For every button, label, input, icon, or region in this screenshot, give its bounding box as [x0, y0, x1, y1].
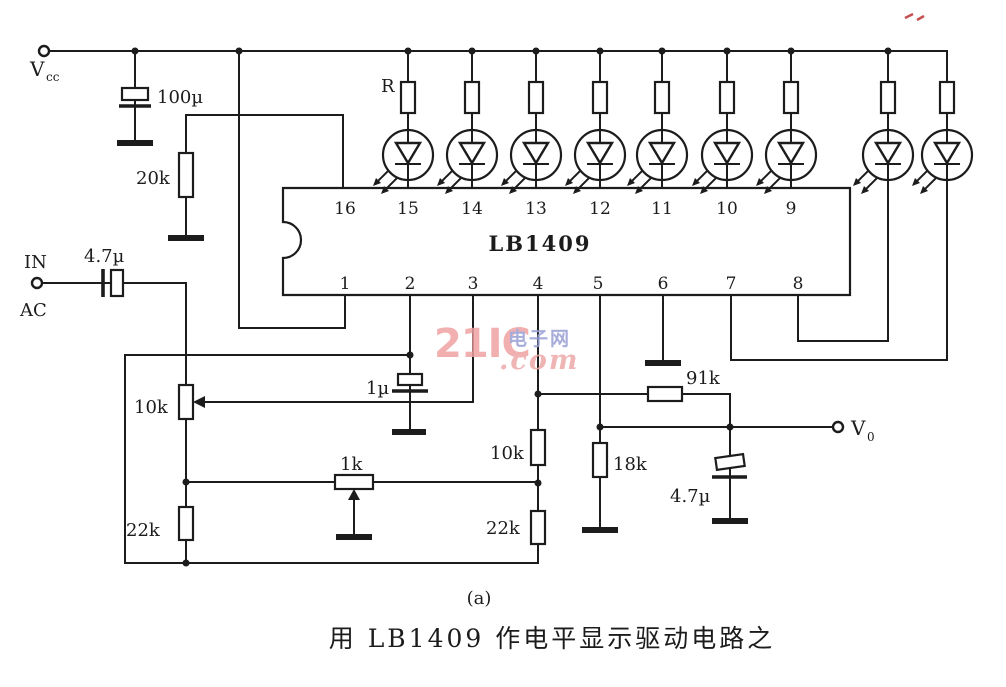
bias-resistor-value: 20k [136, 168, 171, 189]
led-column-3 [499, 49, 563, 196]
smoothing-cap-1u [392, 372, 428, 393]
mid-lower-resistor-value: 22k [486, 518, 521, 539]
ground-smoothing-cap [392, 429, 426, 435]
ground-pin6 [645, 360, 681, 366]
left-divider-resistor-value: 22k [126, 520, 161, 541]
vcc-terminal [37, 44, 51, 58]
pin-15: 15 [397, 199, 419, 219]
ic-body [281, 186, 852, 297]
filter-cap-value: 100µ [157, 87, 203, 108]
input-line [41, 282, 187, 564]
ground-filter-cap [117, 140, 153, 146]
vcc-subscript: cc [46, 70, 60, 84]
pin-8: 8 [793, 274, 804, 294]
pin-7: 7 [726, 274, 737, 294]
series-resistor-label: R [381, 76, 395, 97]
ground-18k [582, 527, 618, 533]
vcc-label: V [29, 57, 45, 81]
resistor-22k-mid [529, 509, 547, 546]
pin-16: 16 [334, 199, 356, 219]
pin-13: 13 [525, 199, 547, 219]
ground-bias-resistor [168, 235, 204, 241]
watermark-brand: 21IC [434, 321, 530, 367]
input-terminal [30, 276, 44, 290]
mid-upper-resistor-value: 10k [490, 443, 525, 464]
resistor-18k [591, 441, 609, 479]
pin-4: 4 [533, 274, 544, 294]
scan-artifact-marks [904, 12, 925, 22]
pin-14: 14 [461, 199, 483, 219]
in-label: IN [24, 252, 47, 273]
led-column-2 [435, 49, 499, 196]
level-pot-wiper-arrow [193, 396, 205, 408]
pin-6: 6 [658, 274, 669, 294]
caption-text: 用 LB1409 作电平显示驱动电路之 [329, 624, 776, 653]
pin-1: 1 [340, 274, 351, 294]
smoothing-cap-value: 1µ [366, 378, 389, 399]
ref-resistor-value: 18k [613, 454, 648, 475]
pin1-vcc-loop [238, 50, 346, 329]
ground-trim-wiper [336, 534, 372, 540]
ground-output-cap [712, 518, 748, 524]
pin3-wiper-line [202, 294, 474, 403]
led-column-7 [754, 49, 818, 196]
wires [41, 50, 948, 564]
pin-5: 5 [593, 274, 604, 294]
resistor-91k [646, 385, 684, 403]
feedback-resistor-value: 91k [686, 368, 721, 389]
vo-terminal [831, 420, 845, 434]
pin-10: 10 [716, 199, 738, 219]
filter-cap-100u [119, 86, 151, 108]
pin7-led9-loop [730, 187, 948, 361]
pin8-led8-loop [797, 187, 889, 342]
vcc-rail [48, 50, 948, 83]
resistor-22k-left [177, 505, 195, 542]
coupling-cap-4u7 [101, 268, 125, 298]
pin-9: 9 [786, 199, 797, 219]
led-column-9 [910, 49, 974, 196]
caption-letter: (a) [467, 588, 492, 609]
level-pot-value: 10k [134, 397, 169, 418]
led-column-1 [371, 49, 435, 196]
trim-pot-wiper-arrow [348, 489, 360, 500]
components [30, 44, 852, 546]
watermark-site-name: 电子网 [508, 327, 571, 350]
led-array [371, 49, 974, 196]
led-column-4 [563, 49, 627, 196]
led-column-5 [625, 49, 689, 196]
level-pot-10k [177, 383, 195, 421]
vo-label: V [850, 416, 866, 440]
output-cap-value: 4.7µ [670, 486, 711, 507]
led-column-6 [690, 49, 754, 196]
feedback-row [537, 393, 731, 428]
coupling-cap-value: 4.7µ [84, 246, 125, 267]
led-column-8 [851, 49, 915, 196]
bias-resistor-20k [177, 151, 195, 199]
watermark-suffix: .com [499, 345, 579, 376]
junction-dots [131, 47, 892, 567]
resistor-10k-mid [529, 428, 547, 467]
pin-2: 2 [405, 274, 416, 294]
ic-part-number: LB1409 [489, 231, 592, 256]
vo-subscript: 0 [867, 430, 875, 444]
pin-3: 3 [468, 274, 479, 294]
output-cap-4u7 [712, 452, 747, 479]
trim-pot-1k [333, 473, 375, 491]
left-box-and-bottom-rail [124, 354, 539, 564]
ac-label: AC [19, 300, 47, 321]
pin-11: 11 [651, 199, 673, 219]
pin-12: 12 [589, 199, 611, 219]
watermark: 21IC 电子网 .com [434, 321, 579, 376]
trim-pot-value: 1k [340, 454, 363, 475]
labels: V cc 100µ 20k R IN AC 4.7µ 10k 1µ 1k 22k… [19, 57, 875, 653]
